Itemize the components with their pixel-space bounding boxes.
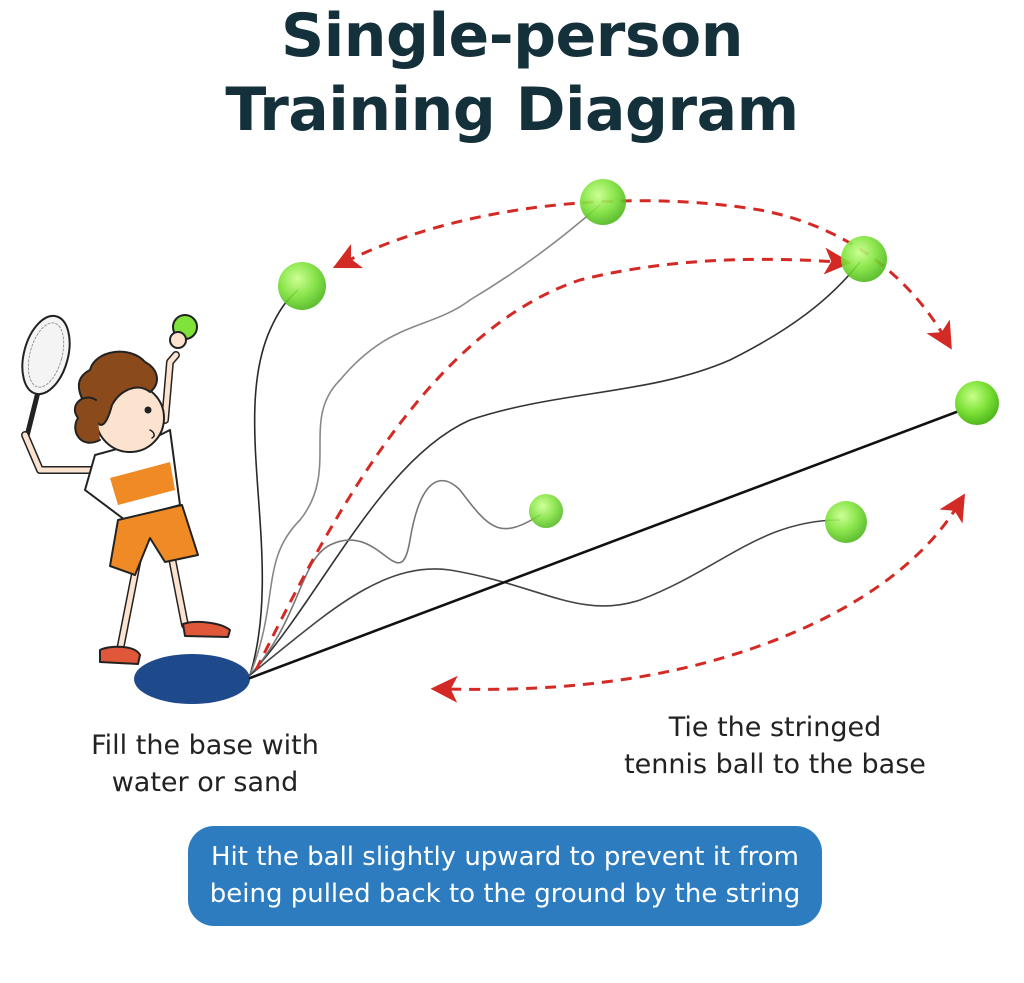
tip-line-2: being pulled back to the ground by the s… [209, 879, 801, 909]
base-caption-line-1: Fill the base with [91, 730, 319, 761]
string-to-ball-middle [249, 479, 541, 676]
tennis-ball [825, 501, 867, 543]
tennis-ball [529, 494, 563, 528]
motion-arrows [254, 199, 966, 703]
kid-player-illustration [21, 314, 231, 665]
tennis-balls [278, 179, 999, 543]
tennis-ball [278, 262, 326, 310]
base-caption-line-2: water or sand [111, 767, 299, 798]
tennis-racket [21, 314, 71, 443]
weighted-base [134, 654, 250, 704]
string-caption: Tie the stringed tennis ball to the base [605, 709, 945, 783]
string-to-ball-top-left [249, 289, 299, 676]
tennis-ball [955, 381, 999, 425]
title-line-2: Training Diagram [225, 75, 799, 145]
arrow-top-arc [332, 199, 952, 350]
tennis-ball [580, 179, 626, 225]
string-caption-line-1: Tie the stringed [668, 712, 882, 743]
title-line-1: Single-person [281, 1, 744, 71]
string-to-ball-lower-right [249, 519, 841, 676]
string-to-ball-top-right [249, 261, 861, 676]
tip-line-1: Hit the ball slightly upward to prevent … [210, 842, 800, 872]
string-caption-line-2: tennis ball to the base [624, 749, 926, 780]
arrow-bottom-arc [430, 493, 966, 703]
tip-banner: Hit the ball slightly upward to prevent … [188, 826, 822, 926]
base-caption: Fill the base with water or sand [60, 727, 350, 801]
arrow-launch-arc [254, 247, 852, 671]
tennis-ball [841, 236, 887, 282]
